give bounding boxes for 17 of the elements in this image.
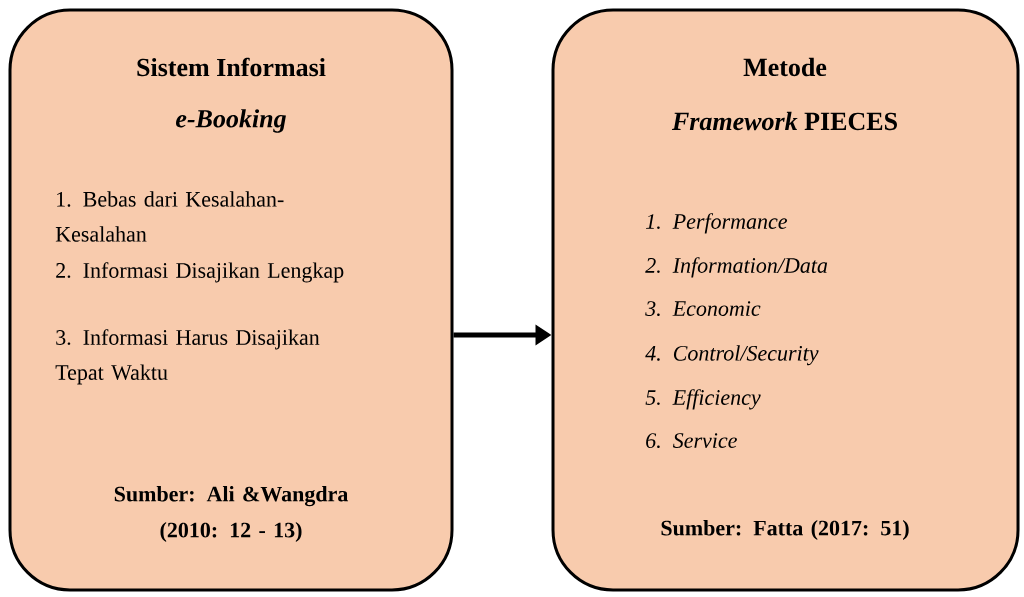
process-box — [8, 8, 454, 592]
heading: Framework PIECES — [671, 111, 897, 131]
process-box — [551, 8, 1020, 592]
heading: Sistem Informasi — [137, 57, 326, 77]
heading: e-Booking — [176, 109, 286, 133]
list-item: 6. Service — [646, 433, 737, 449]
list-item: 4. Control/Security — [645, 345, 819, 366]
list-item: 3. Economic — [645, 301, 761, 317]
source-text: Sumber: Fatta (2017: 51) — [661, 520, 909, 540]
list-item: 5. Efficiency — [645, 389, 761, 410]
list-item: 2. Information/Data — [645, 257, 828, 278]
list-item: 1. Bebas dari Kesalahan-Kesalahan — [55, 191, 284, 242]
source-text: Sumber: Ali &Wangdra (2010: 12 - 13) — [114, 486, 348, 542]
list-item: 3. Informasi Harus Disajikan Tepat Waktu — [55, 329, 320, 385]
list-item: 2. Informasi Disajikan Lengkap — [56, 262, 344, 283]
list-item: 1. Performance — [646, 213, 788, 234]
heading: Metode — [743, 57, 827, 77]
